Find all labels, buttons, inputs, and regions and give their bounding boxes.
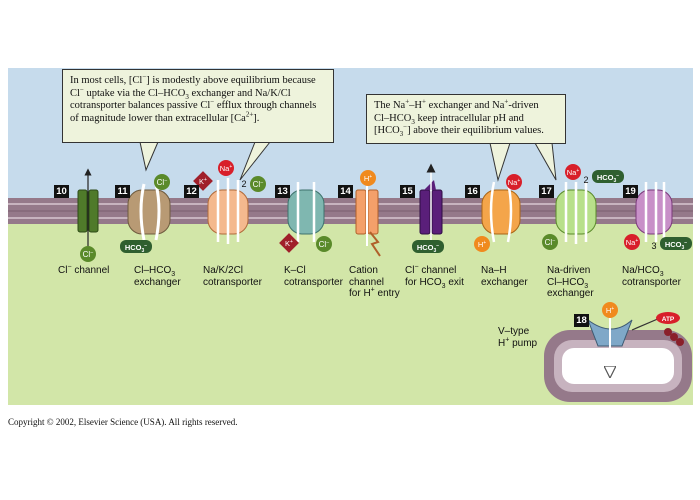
svg-text:HCO3−: HCO3− — [417, 243, 439, 254]
na-ion-16: Na+ — [506, 174, 522, 190]
na-k-2cl-cotransporter-12 — [207, 178, 249, 244]
svg-text:2: 2 — [241, 179, 246, 189]
label-na-k-2cl-cotransporter: Na/K/2Cl cotransporter — [203, 265, 262, 288]
badge-13: 13 — [275, 185, 290, 198]
cl-hco3-exchanger-11 — [127, 183, 171, 241]
badge-15: 15 — [400, 185, 415, 198]
cl-ion-13: Cl− — [316, 236, 332, 252]
svg-text:K+: K+ — [285, 239, 293, 248]
h-ion-14: H+ — [360, 170, 376, 186]
svg-text:Na+: Na+ — [220, 164, 233, 173]
svg-text:HCO3−: HCO3− — [597, 173, 619, 184]
na-ion-17: Na+ — [565, 164, 581, 180]
atp-badge: ATP — [656, 312, 680, 324]
svg-text:H+: H+ — [364, 174, 372, 183]
callout-chloride-equilibrium: In most cells, [Cl−] is modestly above e… — [62, 69, 334, 143]
hco3-ion-19: 3 HCO3− — [651, 237, 692, 251]
label-cl-channel: Cl− channel — [58, 263, 110, 276]
cl-ion-10: Cl− — [80, 246, 96, 262]
vesicle — [544, 330, 692, 402]
badge-17: 17 — [539, 185, 554, 198]
badge-19: 19 — [623, 185, 638, 198]
svg-text:ATP: ATP — [662, 316, 675, 323]
svg-text:Na+: Na+ — [626, 238, 639, 247]
label-k-cl-cotransporter: K–Cl cotransporter — [284, 265, 343, 288]
svg-text:HCO3−: HCO3− — [125, 243, 147, 254]
label-cl-hco3-exchanger: Cl–HCO3 exchanger — [134, 265, 181, 288]
label-na-driven-cl-hco3-exchanger: Na-driven Cl–HCO3 exchanger — [547, 265, 594, 299]
hco3-ion-15: HCO3− — [412, 240, 444, 254]
label-na-h-exchanger: Na–H exchanger — [481, 265, 528, 288]
label-cl-channel-hco3-exit: Cl− channel for HCO3 exit — [405, 263, 464, 290]
callout-pointers — [139, 141, 557, 182]
k-cl-cotransporter-13 — [287, 182, 325, 242]
copyright-notice: Copyright © 2002, Elsevier Science (USA)… — [8, 417, 238, 427]
badge-12: 12 — [184, 185, 199, 198]
svg-text:Cl−: Cl− — [83, 250, 94, 259]
badge-11: 11 — [115, 185, 130, 198]
cl-channel-15 — [419, 163, 443, 242]
na-hco3-cotransporter-19 — [635, 182, 673, 242]
svg-text:H+: H+ — [478, 240, 486, 249]
svg-text:Na+: Na+ — [508, 178, 521, 187]
label-na-hco3-cotransporter: Na/HCO3 cotransporter — [622, 265, 681, 288]
badge-18: 18 — [574, 314, 589, 327]
badge-10: 10 — [54, 185, 69, 198]
svg-text:K+: K+ — [199, 177, 207, 186]
svg-text:Cl−: Cl− — [545, 238, 556, 247]
cl-channel-10 — [77, 168, 99, 248]
svg-text:Cl−: Cl− — [157, 178, 168, 187]
svg-text:Cl−: Cl− — [253, 180, 264, 189]
label-v-type-h-pump: V–type H+ pump — [498, 326, 538, 349]
badge-14: 14 — [338, 185, 353, 198]
h-ion-16: H+ — [474, 236, 490, 252]
cation-channel-14 — [355, 184, 381, 257]
hco3-ion-17: 2 HCO3− — [583, 170, 624, 185]
badge-16: 16 — [465, 185, 480, 198]
svg-text:HCO3−: HCO3− — [665, 240, 687, 251]
h-ion-18: H+ — [602, 302, 618, 318]
na-ion-19: Na+ — [624, 234, 640, 250]
callout-ph-regulation: The Na+–H+ exchanger and Na+-driven Cl–H… — [366, 94, 566, 144]
svg-text:3: 3 — [651, 241, 656, 251]
cl-ion-17: Cl− — [542, 234, 558, 250]
na-driven-cl-hco3-exchanger-17 — [555, 182, 597, 244]
svg-text:Cl−: Cl− — [319, 240, 330, 249]
na-ion-12: Na+ — [218, 160, 234, 176]
label-cation-channel: Cation channel for H+ entry — [349, 265, 400, 299]
cl-ion-12: 2 Cl− — [241, 176, 266, 192]
svg-text:Na+: Na+ — [567, 168, 580, 177]
v-type-h-pump-18 — [586, 317, 684, 372]
hco3-ion-11: HCO3− — [120, 240, 152, 254]
svg-text:2: 2 — [583, 175, 588, 185]
cl-ion-11: Cl− — [154, 174, 170, 190]
k-ion-13: K+ — [279, 233, 299, 253]
svg-text:H+: H+ — [606, 306, 614, 315]
